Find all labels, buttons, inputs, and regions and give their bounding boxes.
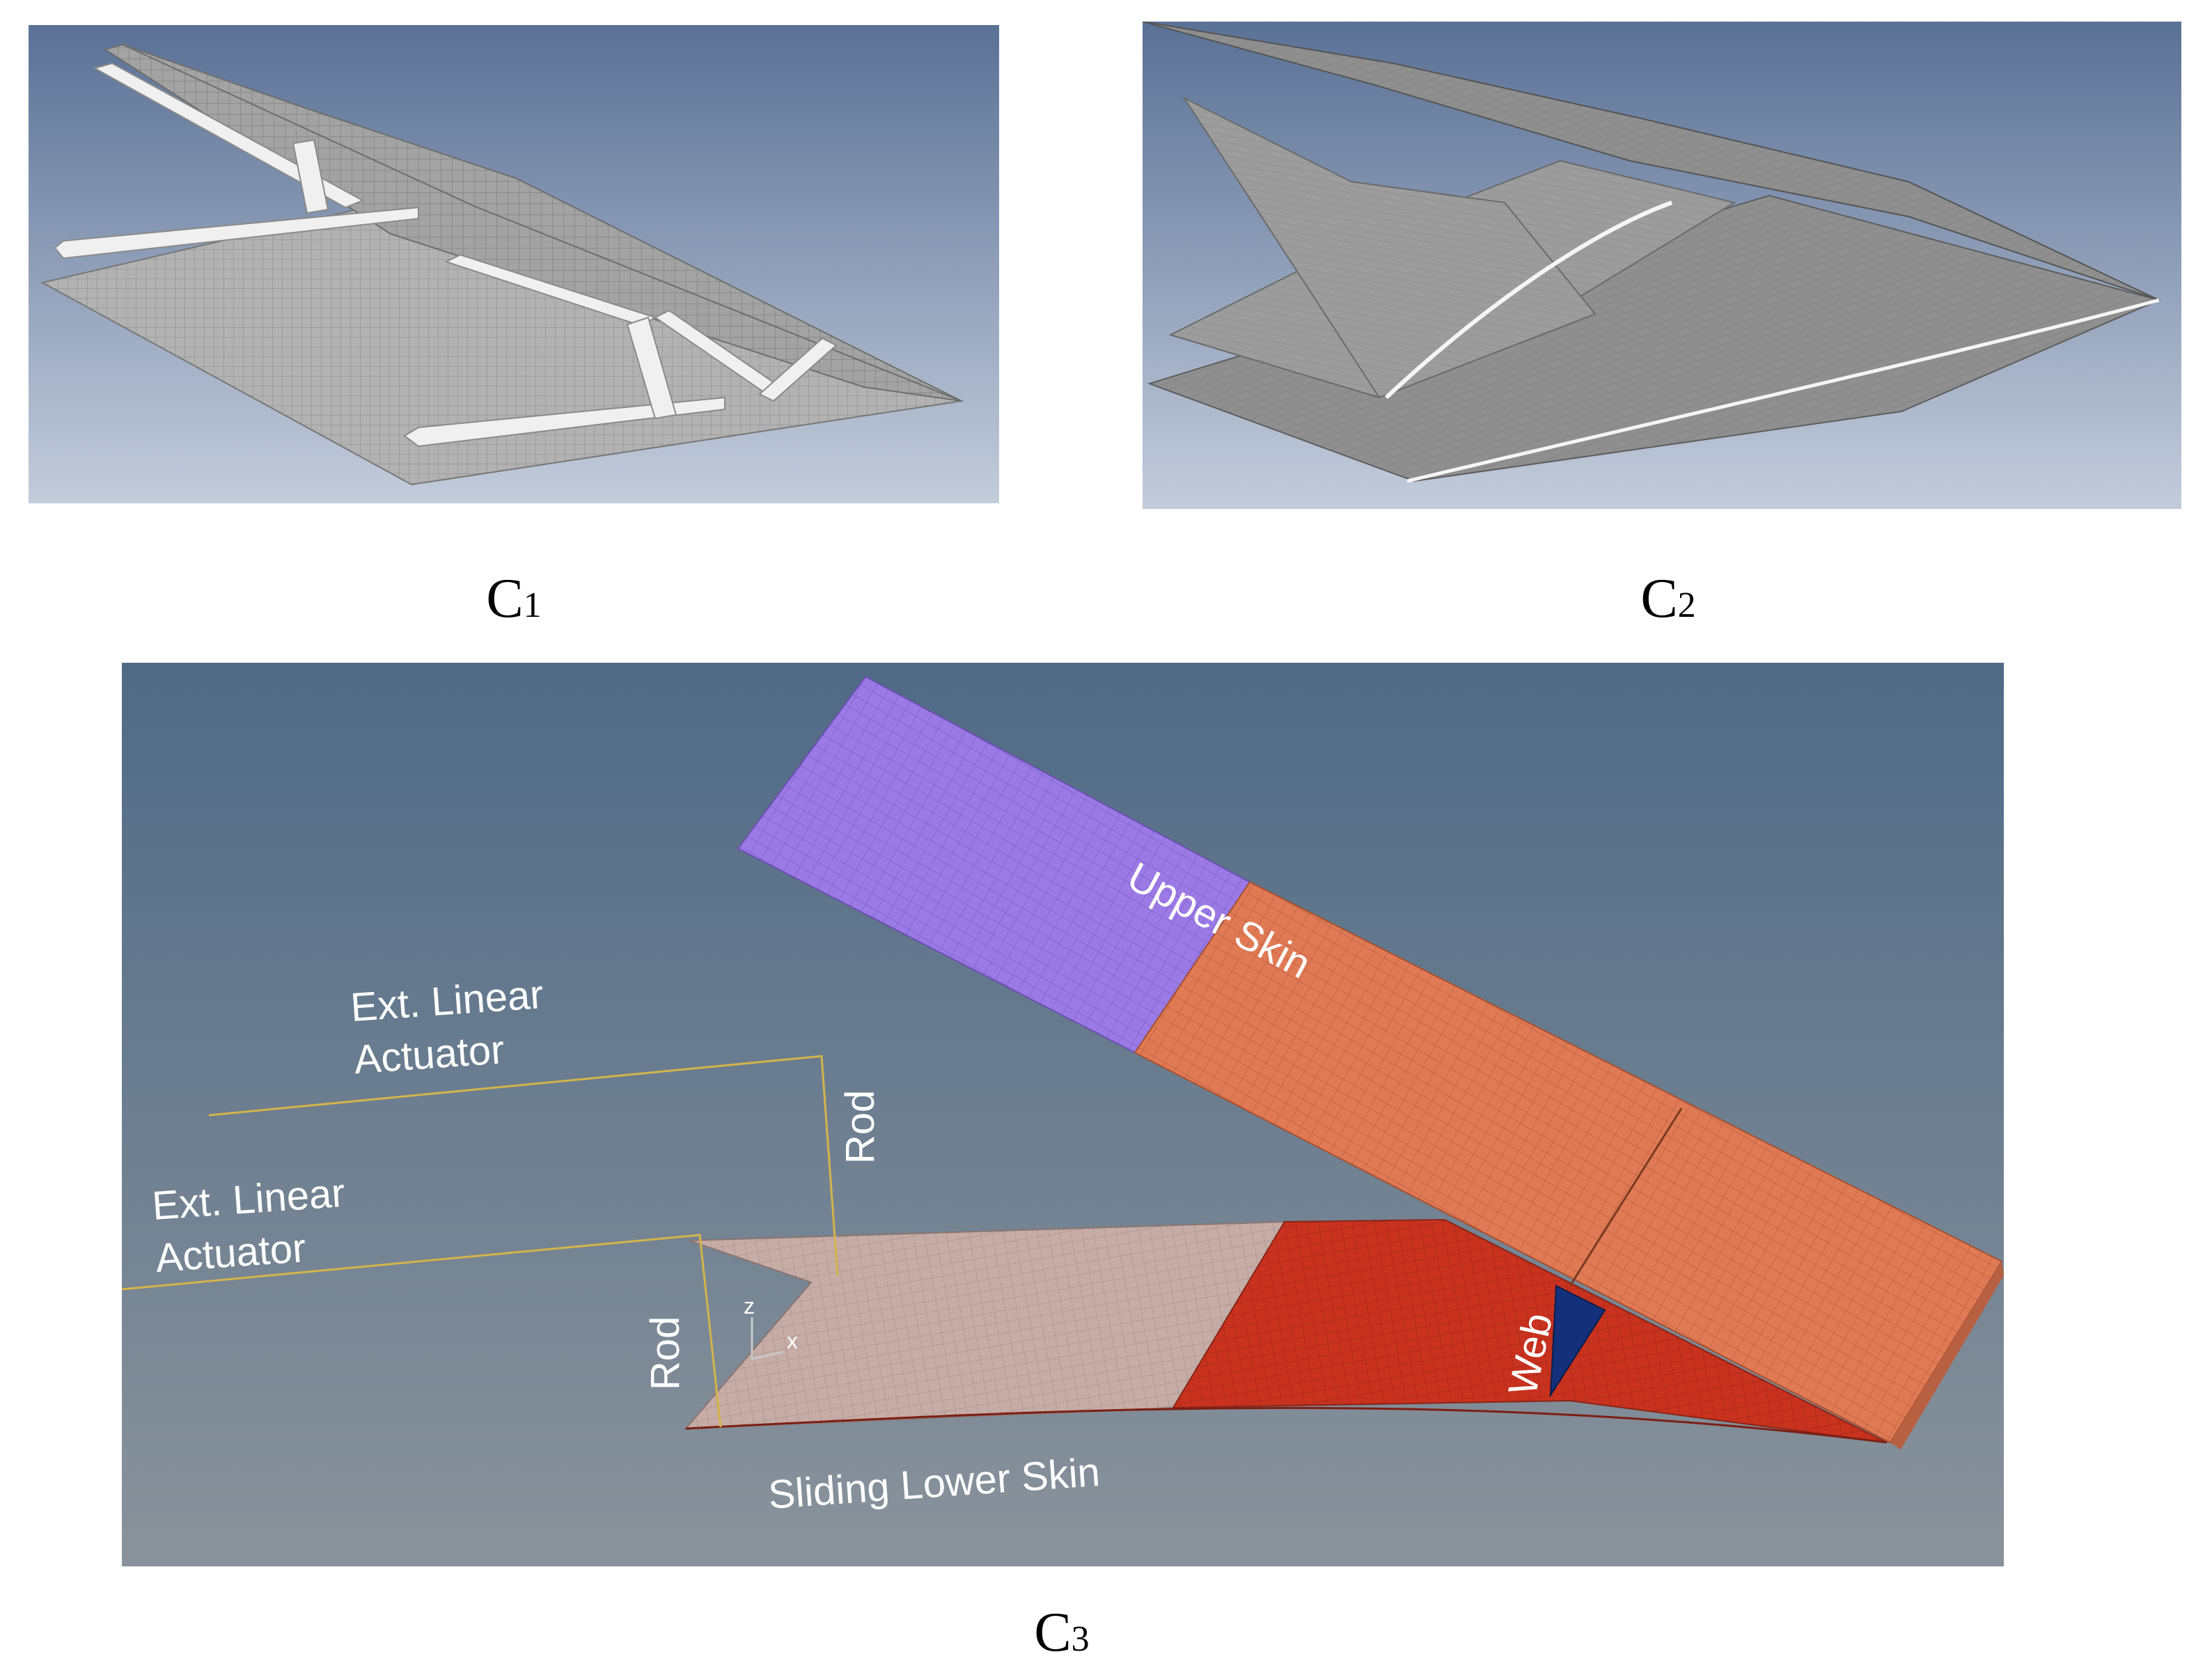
web-element (1549, 1284, 1606, 1398)
caption-c3-letter: C (1034, 1602, 1072, 1663)
caption-c1-letter: C (486, 568, 524, 629)
c2-edge-highlight (1384, 200, 1673, 400)
panel-c1 (29, 25, 999, 503)
axis-triad (751, 1317, 784, 1360)
c1-mesh-view (29, 25, 999, 503)
caption-c2-letter: C (1640, 568, 1678, 629)
panel-c2 (1143, 22, 2181, 509)
lower-skin-red-surface (1172, 1218, 1888, 1443)
actuator-top-line (208, 1055, 839, 1276)
actuator-bottom-line (122, 1234, 722, 1428)
c1-upper-skin-top (122, 44, 962, 402)
upper-skin-seam (1569, 1108, 1683, 1287)
c2-surface-view (1143, 22, 2181, 509)
caption-c3-subscript: 3 (1071, 1619, 1090, 1659)
caption-c1: C1 (409, 571, 618, 627)
axis-z-label: z (744, 1293, 755, 1319)
upper-skin-thickness (1890, 1261, 2004, 1449)
caption-c1-subscript: 1 (523, 585, 542, 625)
label-actuator-top-line2: Actuator (352, 1027, 505, 1083)
panel-c3: z x Upper Skin Ext. Linear Actuator Ext.… (122, 663, 2004, 1566)
c2-edge-highlight-lower (1406, 298, 2160, 483)
c2-inner-web (1182, 96, 1597, 399)
axis-x-label: x (787, 1328, 798, 1353)
label-actuator-bottom-line2: Actuator (154, 1225, 307, 1281)
c1-ribs (54, 62, 838, 448)
caption-c3: C3 (957, 1605, 1166, 1660)
sliding-lower-skin-surface (684, 1220, 1286, 1430)
label-rod-top: Rod (838, 1090, 883, 1164)
caption-c2: C2 (1564, 571, 1773, 627)
caption-c2-subscript: 2 (1677, 585, 1696, 625)
label-rod-bottom: Rod (643, 1316, 688, 1390)
c3-labeled-model: z x Upper Skin Ext. Linear Actuator Ext.… (122, 663, 2004, 1566)
lower-skin-edge (685, 1406, 1888, 1444)
